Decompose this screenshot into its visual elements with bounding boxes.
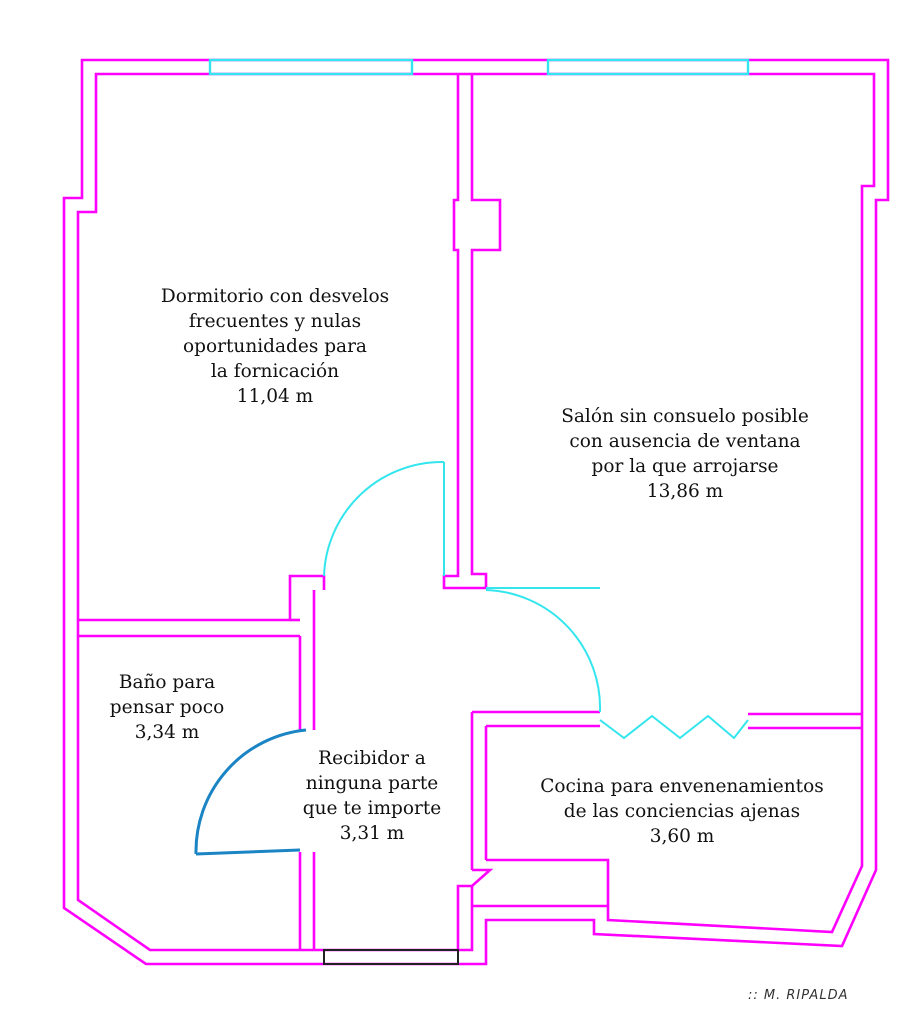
window-salon <box>546 58 750 76</box>
label-dormitorio: Dormitorio con desvelos frecuentes y nul… <box>140 284 410 409</box>
door-bano-leaf <box>195 848 301 856</box>
label-bano: Baño para pensar poco 3,34 m <box>92 670 242 745</box>
salon-line-3: por la que arrojarse <box>591 456 779 477</box>
salon-line-1: Salón sin consuelo posible <box>561 406 809 427</box>
windows <box>208 58 750 76</box>
wall-bano-right-bottom <box>298 852 316 950</box>
cocina-area: 3,60 m <box>649 826 715 847</box>
dormitorio-area: 11,04 m <box>236 386 314 407</box>
dormitorio-line-4: la fornicación <box>210 361 340 382</box>
recibidor-area: 3,31 m <box>339 823 405 844</box>
author-signature: :: M. RIPALDA <box>748 988 849 1003</box>
bano-line-2: pensar poco <box>109 697 225 718</box>
recibidor-line-2: ninguna parte <box>305 773 439 794</box>
interior-walls <box>78 74 862 950</box>
door-dormitorio-arc <box>323 460 445 577</box>
recibidor-line-1: Recibidor a <box>318 748 426 769</box>
salon-line-2: con ausencia de ventana <box>569 431 801 452</box>
door-salon-arc <box>485 589 602 713</box>
door-bano-arc <box>194 728 307 855</box>
label-recibidor: Recibidor a ninguna parte que te importe… <box>288 746 456 846</box>
wall-dormitorio-salon <box>442 74 502 590</box>
bano-line-1: Baño para <box>118 672 216 693</box>
bano-area: 3,34 m <box>134 722 200 743</box>
wall-cocina-top-right <box>748 712 862 730</box>
label-cocina: Cocina para envenenamientos de las conci… <box>516 774 848 849</box>
outer-wall-outline <box>62 58 890 966</box>
dormitorio-line-2: frecuentes y nulas <box>188 311 362 332</box>
wall-bano-right-top <box>298 590 316 730</box>
salon-area: 13,86 m <box>646 481 724 502</box>
cocina-line-1: Cocina para envenenamientos <box>540 776 824 797</box>
door-entrada <box>323 949 459 965</box>
wall-cocina-left-bottom <box>456 858 610 950</box>
doors <box>194 460 749 965</box>
label-salon: Salón sin consuelo posible con ausencia … <box>530 404 840 504</box>
wall-dormitorio-bottom <box>78 574 326 638</box>
recibidor-line-3: que te importe <box>302 798 442 819</box>
dormitorio-line-3: oportunidades para <box>183 336 367 357</box>
door-cocina-folding <box>599 714 749 740</box>
cocina-line-2: de las conciencias ajenas <box>563 801 801 822</box>
dormitorio-line-1: Dormitorio con desvelos <box>160 286 390 307</box>
wall-cocina-top <box>470 710 600 870</box>
window-dormitorio <box>208 58 414 76</box>
